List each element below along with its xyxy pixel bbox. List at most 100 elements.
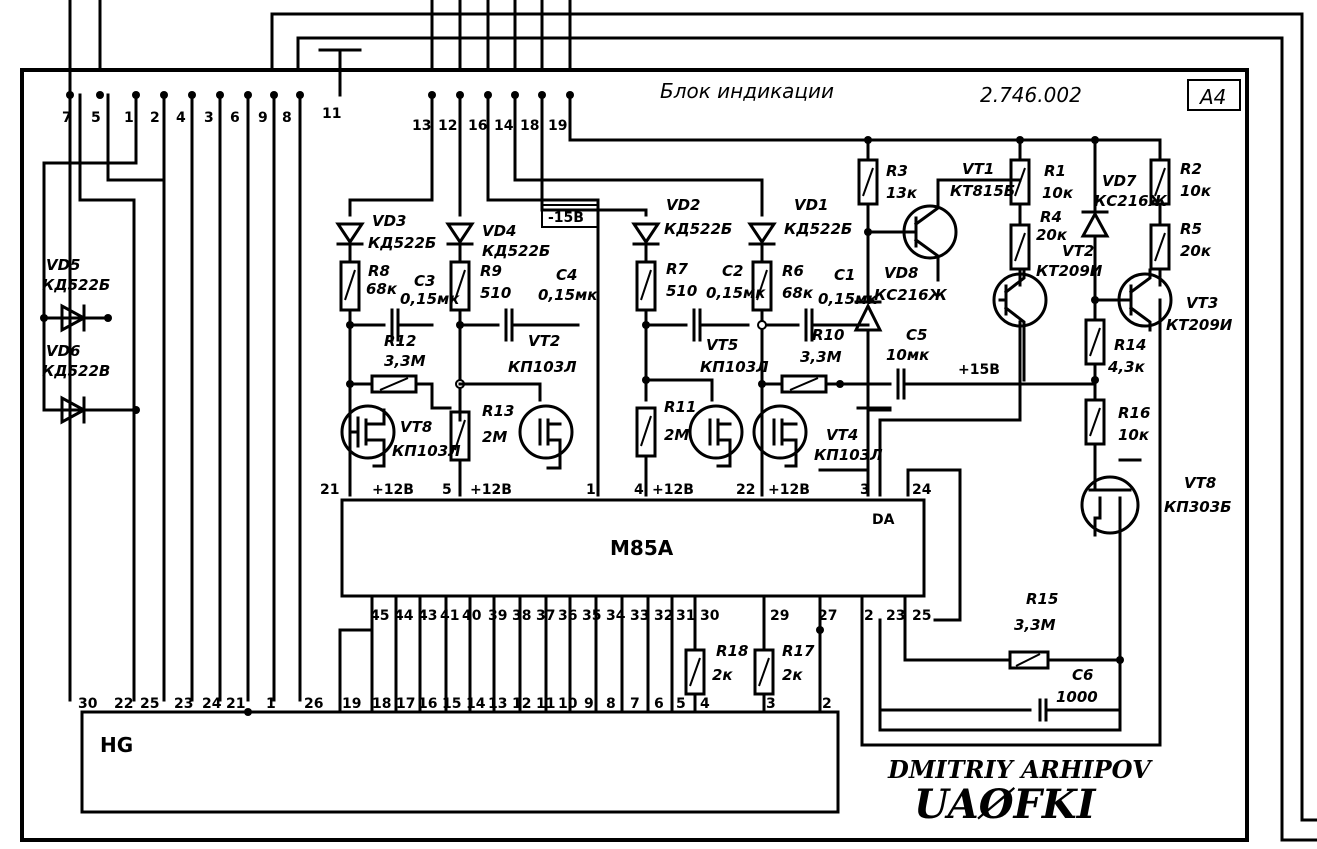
r2-resistor [1149, 158, 1171, 227]
da-to-hg-wires [338, 298, 1162, 747]
svg-text:1: 1 [266, 696, 276, 712]
svg-text:10: 10 [558, 696, 578, 712]
svg-text:7: 7 [630, 696, 640, 712]
svg-text:7: 7 [62, 110, 72, 126]
block-id-box [1187, 79, 1241, 111]
svg-text:3,3М: 3,3М [1014, 616, 1056, 634]
svg-text:30: 30 [700, 608, 720, 624]
svg-text:11: 11 [536, 696, 555, 712]
svg-text:1000: 1000 [1056, 688, 1098, 706]
svg-text:VD5: VD5 [46, 256, 81, 274]
p12-label-3: +12В [652, 482, 694, 498]
r4-resistor [1009, 223, 1031, 287]
svg-text:25: 25 [912, 608, 931, 624]
svg-text:КП103Л: КП103Л [700, 358, 769, 376]
svg-text:C2: C2 [722, 262, 743, 280]
pos15-label: +15В [958, 362, 1000, 378]
board-frame [20, 68, 1249, 842]
svg-text:45: 45 [370, 608, 389, 624]
svg-text:32: 32 [654, 608, 673, 624]
r8-resistor [339, 260, 361, 497]
author-callsign: UAØFKI [914, 781, 1097, 828]
da-top-pins: 21 5 1 4 22 3 24 [320, 482, 932, 498]
svg-text:510: 510 [480, 284, 511, 302]
svg-text:3,3М: 3,3М [800, 348, 842, 366]
svg-text:3: 3 [860, 482, 870, 498]
block-id: А4 [1198, 85, 1226, 109]
svg-text:VT5: VT5 [706, 336, 738, 354]
svg-text:1: 1 [586, 482, 596, 498]
svg-text:36: 36 [558, 608, 577, 624]
svg-text:R17: R17 [782, 642, 815, 660]
svg-text:5: 5 [676, 696, 686, 712]
vd7-zener [1080, 158, 1110, 302]
author-name: DMITRIY ARHIPOV [887, 755, 1153, 784]
svg-text:17: 17 [396, 696, 415, 712]
svg-text:15: 15 [442, 696, 461, 712]
svg-text:1: 1 [124, 110, 134, 126]
svg-text:41: 41 [440, 608, 459, 624]
svg-text:31: 31 [676, 608, 695, 624]
svg-text:КД522Б: КД522Б [368, 234, 436, 252]
vt2-fet [518, 404, 574, 470]
da-part: M85A [610, 536, 674, 560]
svg-text:2М: 2М [664, 426, 689, 444]
svg-text:26: 26 [304, 696, 323, 712]
svg-text:КП103Л: КП103Л [508, 358, 577, 376]
bus-lines [42, 68, 342, 702]
svg-text:R16: R16 [1118, 404, 1150, 422]
svg-text:8: 8 [282, 110, 292, 126]
vt8-transistor [1080, 468, 1140, 535]
svg-text:R11: R11 [664, 398, 696, 416]
svg-text:VD7: VD7 [1102, 172, 1137, 190]
svg-text:22: 22 [114, 696, 133, 712]
hg-ref: HG [100, 733, 133, 757]
svg-text:14: 14 [466, 696, 486, 712]
svg-text:12: 12 [438, 118, 457, 134]
svg-text:21: 21 [226, 696, 245, 712]
svg-text:КТ209И: КТ209И [1036, 262, 1103, 280]
component-labels: VD5 КД522Б VD6 КД522В VD3 КД522Б VD4 КД5… [42, 160, 1233, 706]
svg-text:2к: 2к [782, 666, 803, 684]
block-title: Блок индикации [660, 79, 834, 103]
svg-text:18: 18 [520, 118, 539, 134]
vd6-diode [42, 395, 140, 425]
svg-text:68к: 68к [782, 284, 814, 302]
svg-text:43: 43 [418, 608, 437, 624]
vt1-transistor [866, 178, 962, 282]
svg-text:R9: R9 [480, 262, 502, 280]
svg-text:VD6: VD6 [46, 342, 81, 360]
svg-text:VD8: VD8 [884, 264, 919, 282]
svg-text:C6: C6 [1072, 666, 1093, 684]
p12-label-2: +12В [470, 482, 512, 498]
da-ref: DA [872, 512, 895, 528]
svg-text:23: 23 [174, 696, 193, 712]
svg-text:КТ815Б: КТ815Б [950, 182, 1015, 200]
svg-text:16: 16 [418, 696, 437, 712]
svg-text:VD2: VD2 [666, 196, 701, 214]
vd8-zener [853, 278, 892, 410]
svg-text:0,15мк: 0,15мк [400, 290, 460, 308]
svg-text:R7: R7 [666, 260, 689, 278]
svg-text:R3: R3 [886, 162, 908, 180]
svg-text:6: 6 [230, 110, 240, 126]
r18-resistor [684, 648, 706, 714]
svg-text:R13: R13 [482, 402, 514, 420]
svg-text:3: 3 [204, 110, 214, 126]
p12-label-4: +12В [768, 482, 810, 498]
r17-resistor [753, 648, 775, 714]
svg-text:68к: 68к [366, 280, 398, 298]
svg-text:R10: R10 [812, 326, 844, 344]
r9-resistor [449, 260, 471, 422]
svg-text:VT2: VT2 [528, 332, 560, 350]
svg-text:VT1: VT1 [962, 160, 994, 178]
vd1-diode [747, 222, 777, 264]
neg15-label: -15В [548, 210, 584, 226]
svg-text:КД522В: КД522В [42, 362, 110, 380]
svg-text:11: 11 [322, 106, 341, 122]
r3-resistor [857, 158, 879, 282]
svg-text:R2: R2 [1180, 160, 1202, 178]
da-chip [340, 498, 926, 598]
svg-text:R15: R15 [1026, 590, 1058, 608]
